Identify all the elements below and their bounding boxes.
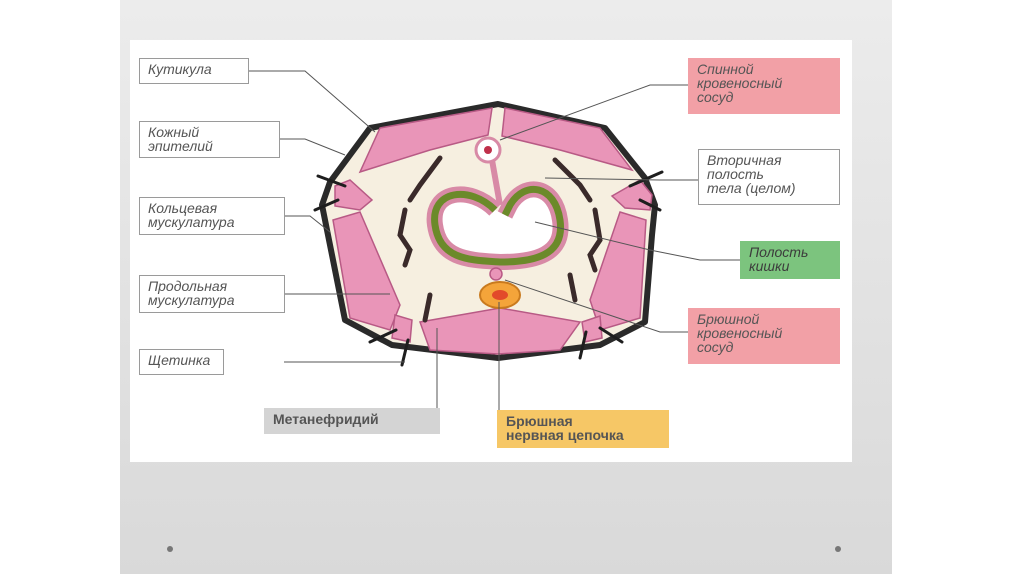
label-seta: Щетинка [139, 349, 224, 375]
label-circular-muscle: Кольцевая мускулатура [139, 197, 285, 235]
prev-slide-dot[interactable] [167, 546, 173, 552]
label-skin-epithelium: Кожный эпителий [139, 121, 280, 158]
next-slide-dot[interactable] [835, 546, 841, 552]
nerve-cord-core [492, 290, 508, 300]
label-ventral-nerve-cord: Брюшная нервная цепочка [497, 410, 669, 448]
longitudinal-muscle-bands [332, 107, 653, 355]
dorsal-blood-vessel [474, 136, 503, 206]
label-dorsal-vessel: Спинной кровеносный сосуд [688, 58, 840, 114]
label-cuticle: Кутикула [139, 58, 249, 84]
label-ventral-vessel: Брюшной кровеносный сосуд [688, 308, 840, 364]
label-metanephridium: Метанефридий [264, 408, 440, 434]
leader-lines [248, 70, 740, 410]
label-coelom: Вторичная полость тела (целом) [698, 149, 840, 205]
setae [313, 170, 664, 367]
label-gut-cavity: Полость кишки [740, 241, 840, 279]
label-longitudinal-muscle: Продольная мускулатура [139, 275, 285, 313]
ventral-blood-vessel [489, 267, 503, 281]
gut [426, 181, 569, 271]
metanephridia [397, 155, 603, 323]
